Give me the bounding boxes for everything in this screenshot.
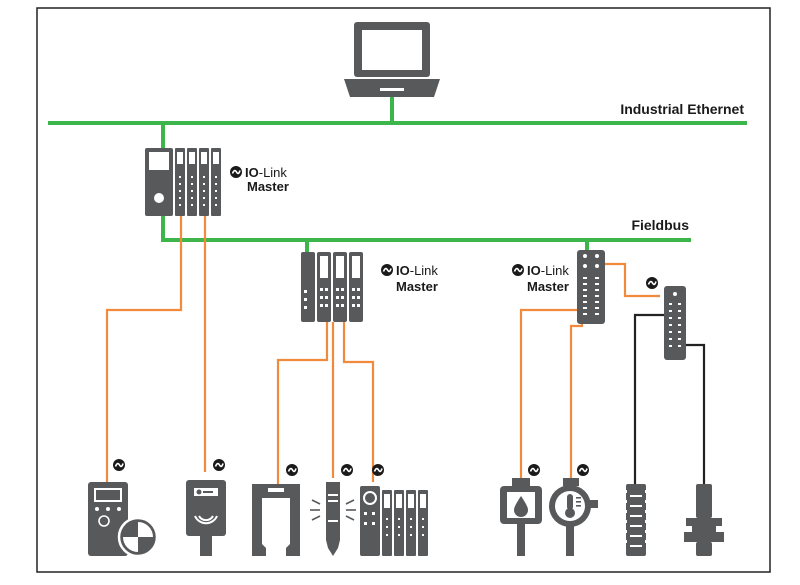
hub-wires xyxy=(633,313,706,484)
cable-fork-sensor xyxy=(276,322,329,488)
io-link-icon xyxy=(112,276,659,477)
fieldbus-network xyxy=(161,216,691,252)
svg-text:IO-Link: IO-Link xyxy=(245,165,287,180)
standard-sensor-icon xyxy=(624,484,648,556)
ethernet-network xyxy=(48,97,747,150)
inductive-sensor-icon xyxy=(684,484,724,556)
ethernet-label: Industrial Ethernet xyxy=(620,101,744,117)
modular-io-icon xyxy=(360,486,428,556)
flow-sensor-icon xyxy=(500,478,542,556)
cable-modular-io xyxy=(342,322,375,482)
fork-sensor-icon xyxy=(252,484,300,556)
rfid-reader-icon xyxy=(186,480,226,556)
svg-text:Master: Master xyxy=(396,279,438,294)
io-link-master-icon xyxy=(577,250,605,324)
svg-text:Master: Master xyxy=(527,279,569,294)
io-link-master-label: IO-Link Master xyxy=(511,263,569,294)
io-hub-icon xyxy=(664,286,686,360)
cable-flow-sensor xyxy=(519,296,584,480)
io-link-master-icon xyxy=(301,252,363,322)
svg-text:IO-Link: IO-Link xyxy=(396,263,438,278)
svg-text:Master: Master xyxy=(247,179,289,194)
laptop-icon xyxy=(344,22,440,97)
temperature-sensor-icon xyxy=(549,478,598,556)
cable-hub xyxy=(603,262,660,298)
svg-text:IO-Link: IO-Link xyxy=(527,263,569,278)
wire-inductive-sensor xyxy=(685,343,706,484)
io-link-master-icon xyxy=(145,148,221,216)
cable-display-sensor xyxy=(105,216,183,484)
io-link-master-label: IO-Link Master xyxy=(380,263,438,294)
display-sensor-icon xyxy=(88,482,159,558)
fieldbus-label: Fieldbus xyxy=(631,217,689,233)
light-grid-icon xyxy=(310,482,356,556)
wire-standard-sensor xyxy=(633,313,665,484)
io-link-master-label: IO-Link Master xyxy=(229,165,289,194)
diagram-frame xyxy=(36,7,771,573)
